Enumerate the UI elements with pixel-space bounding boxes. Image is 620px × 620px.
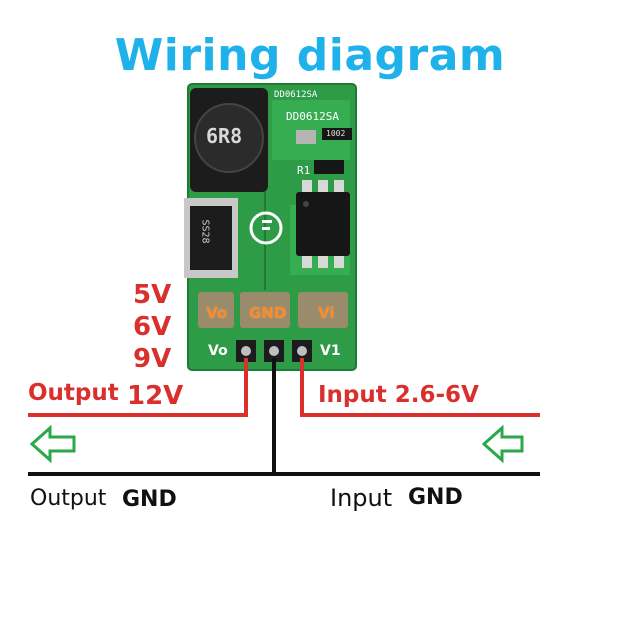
- ic-chip: [296, 180, 350, 268]
- input-gnd-label-bold: GND: [408, 485, 463, 510]
- diode: [184, 198, 238, 278]
- output-gnd-label: Output: [30, 486, 107, 511]
- pin-headers: [236, 340, 312, 362]
- silk-top-text: DD0612SA: [274, 90, 318, 100]
- input-wire: [300, 358, 540, 417]
- pin-vi-label: Vi: [318, 304, 335, 322]
- output-wire: [28, 358, 248, 417]
- voltage-12v: 12V: [127, 381, 184, 411]
- left-arrow-icon: [481, 424, 524, 464]
- voltage-9v: 9V: [133, 344, 172, 374]
- diagram-title: Wiring diagram: [114, 30, 506, 81]
- output-gnd-label-bold: GND: [122, 487, 177, 512]
- left-arrow-icon: [29, 424, 76, 464]
- input-label: Input 2.6-6V: [318, 382, 479, 408]
- resistors: [296, 128, 352, 174]
- inductor: [190, 88, 268, 192]
- output-label: Output: [28, 380, 119, 406]
- input-gnd-label: Input: [330, 484, 393, 512]
- inductor-mark: 6R8: [206, 124, 243, 148]
- silk-vi: V1: [320, 343, 341, 359]
- pin-vo-label: Vo: [206, 304, 228, 322]
- capacitors: [198, 292, 348, 328]
- silk-vo: Vo: [208, 343, 228, 359]
- pin-gnd-label: GND: [249, 304, 287, 322]
- voltage-5v: 5V: [133, 280, 172, 310]
- r1-label: R1: [297, 164, 311, 177]
- resistor-mark: 1002: [326, 129, 346, 138]
- logo-mark: [249, 211, 283, 245]
- diode-mark: SS28: [199, 219, 211, 244]
- silk-model-text: DD0612SA: [286, 110, 339, 123]
- voltage-6v: 6V: [133, 312, 172, 342]
